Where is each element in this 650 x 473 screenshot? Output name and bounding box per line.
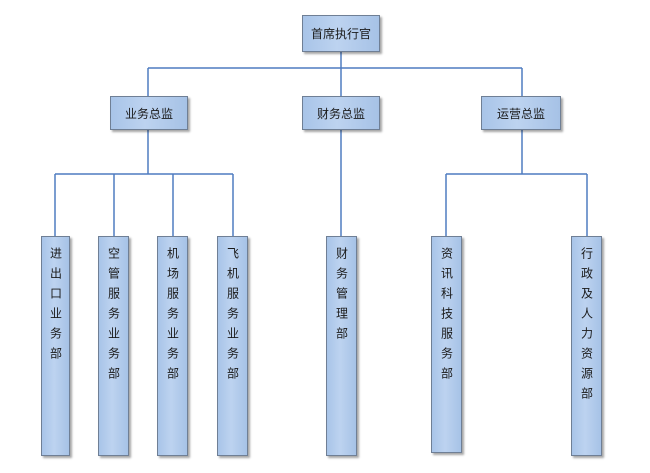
dept-aircraft-label: 飞机服务业务部 xyxy=(225,247,240,387)
business-director-label: 业务总监 xyxy=(124,106,173,121)
operations-director-node: 运营总监 xyxy=(481,96,561,130)
dept-admin-hr-label: 行政及人力资源部 xyxy=(579,247,594,407)
ceo-label: 首席执行官 xyxy=(310,27,371,41)
operations-director-label: 运营总监 xyxy=(496,106,545,121)
finance-director-node: 财务总监 xyxy=(302,96,380,130)
dept-airport-label: 机场服务业务部 xyxy=(165,247,180,387)
ceo-node: 首席执行官 xyxy=(302,15,380,52)
dept-import-export: 进出口业务部 xyxy=(41,236,70,456)
dept-admin-hr: 行政及人力资源部 xyxy=(571,236,602,456)
dept-import-export-label: 进出口业务部 xyxy=(48,247,63,367)
dept-it-service: 资讯科技服务部 xyxy=(431,236,462,453)
dept-aircraft: 飞机服务业务部 xyxy=(217,236,248,456)
dept-air-traffic: 空管服务业务部 xyxy=(98,236,129,456)
dept-air-traffic-label: 空管服务业务部 xyxy=(106,247,121,387)
finance-director-label: 财务总监 xyxy=(316,106,365,121)
business-director-node: 业务总监 xyxy=(110,96,188,130)
dept-it-service-label: 资讯科技服务部 xyxy=(439,247,454,387)
dept-finance-management: 财务管理部 xyxy=(326,236,357,456)
dept-airport: 机场服务业务部 xyxy=(157,236,188,456)
dept-finance-management-label: 财务管理部 xyxy=(334,247,349,347)
